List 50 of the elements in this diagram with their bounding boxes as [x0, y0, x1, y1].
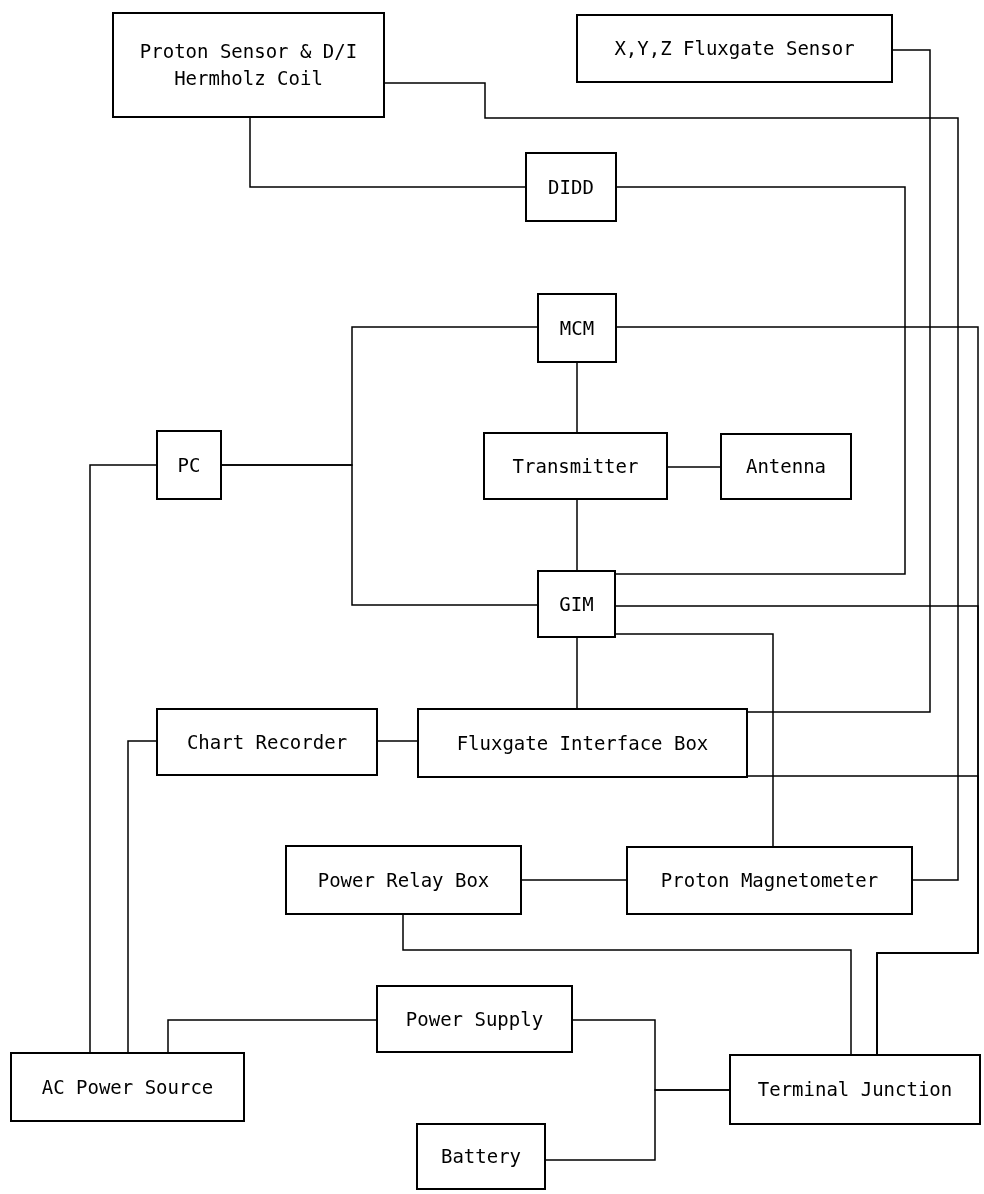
- block-label: Proton Magnetometer: [660, 868, 879, 893]
- connector-line: [545, 1089, 730, 1161]
- block-box: [525, 152, 617, 222]
- block-label: Proton Sensor & D/I Hermholz Coil: [138, 39, 359, 91]
- connector-line: [576, 362, 578, 433]
- block-box: [156, 430, 222, 500]
- connector-line: [576, 637, 578, 709]
- connector-line: [89, 464, 157, 1053]
- block-box: [285, 845, 522, 915]
- connector-line: [377, 740, 418, 742]
- connector-line: [576, 499, 578, 571]
- block-label: Power Relay Box: [317, 867, 490, 893]
- connector-line: [249, 117, 526, 188]
- block-label: Chart Recorder: [186, 729, 348, 755]
- connector-line: [667, 466, 721, 468]
- block-box: [537, 293, 617, 363]
- connector-line: [221, 464, 538, 606]
- block-label: AC Power Source: [41, 1074, 214, 1100]
- block-label: GIM: [559, 591, 594, 617]
- block-label: MCM: [559, 315, 595, 341]
- block-box: [720, 433, 852, 500]
- block-box: [112, 12, 385, 118]
- block-label: Transmitter: [512, 453, 639, 479]
- block-box: [416, 1123, 546, 1190]
- connector-line: [384, 82, 959, 881]
- block-box: [537, 570, 616, 638]
- block-box: [156, 708, 378, 776]
- connector-line: [127, 740, 157, 1053]
- block-label: PC: [177, 452, 201, 478]
- block-label: Power Supply: [405, 1006, 544, 1032]
- block-label: Battery: [440, 1144, 522, 1169]
- connector-line: [747, 49, 931, 713]
- block-box: [729, 1054, 981, 1125]
- block-box: [576, 14, 893, 83]
- block-label: Fluxgate Interface Box: [456, 730, 709, 756]
- connector-line: [615, 633, 774, 847]
- connector-line: [615, 186, 906, 575]
- block-box: [376, 985, 573, 1053]
- block-box: [626, 846, 913, 915]
- block-box: [483, 432, 668, 500]
- connector-line: [521, 879, 627, 881]
- block-label: X,Y,Z Fluxgate Sensor: [614, 36, 855, 61]
- connector-line: [747, 775, 979, 1055]
- block-box: [10, 1052, 245, 1122]
- block-label: Terminal Junction: [757, 1077, 953, 1102]
- block-label: DIDD: [548, 174, 594, 200]
- block-label: Antenna: [745, 454, 827, 479]
- connector-line: [167, 1019, 377, 1053]
- block-box: [417, 708, 748, 778]
- connector-line: [402, 914, 852, 1055]
